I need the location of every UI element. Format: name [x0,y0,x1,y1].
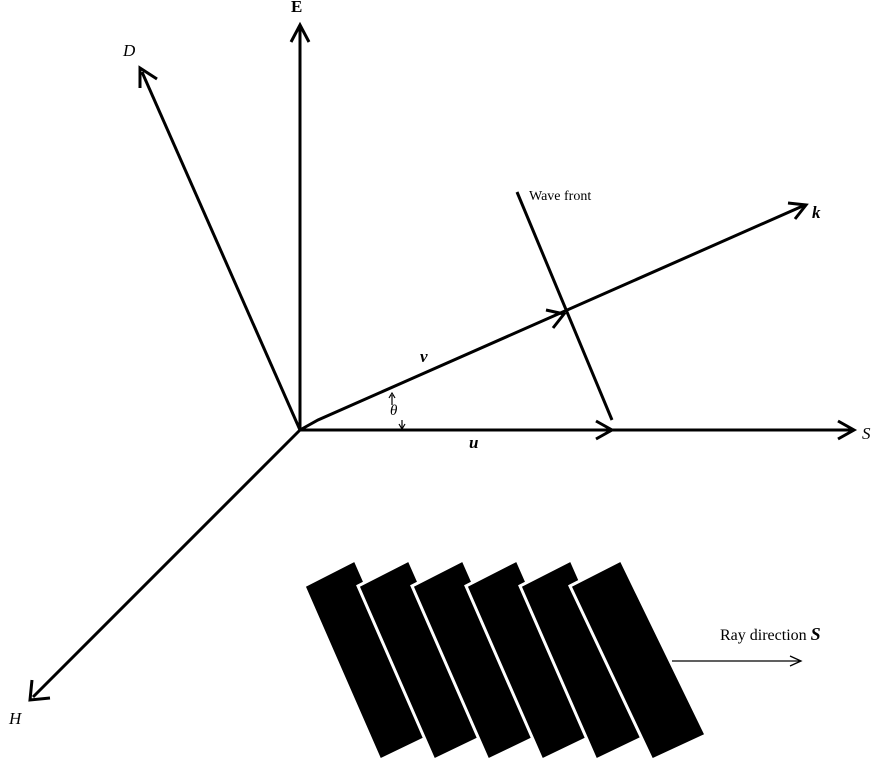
e-vector [289,21,311,430]
label-v: v [420,347,428,366]
label-d: D [122,41,136,60]
v-mid-arrowhead [545,308,567,329]
h-vector [28,428,302,702]
theta-angle-marker [388,391,406,431]
label-u: u [469,433,478,452]
wavefront-slab [568,557,709,762]
label-s: S [862,424,871,443]
wave-front-line [515,191,614,421]
ray-direction-arrow [672,655,803,667]
u-mid-arrowhead [595,419,616,441]
label-ray-direction: Ray direction S [720,624,821,644]
d-vector [138,65,302,431]
label-wave-front: Wave front [529,189,591,204]
wave-front-slabs [302,557,709,763]
label-theta: θ [390,403,398,419]
label-ray-direction-symbol: S [811,624,821,644]
k-vector [299,201,809,432]
s-vector [300,419,858,441]
label-e: E [291,0,302,16]
label-h: H [8,709,23,728]
label-k: k [812,203,821,222]
